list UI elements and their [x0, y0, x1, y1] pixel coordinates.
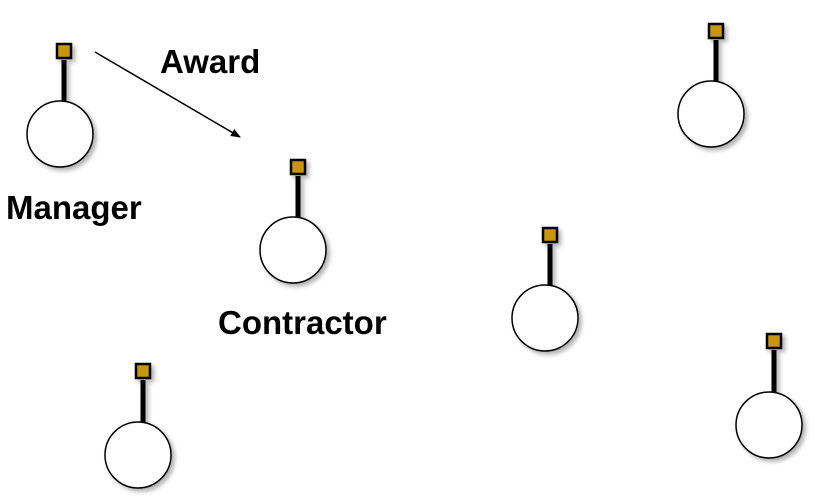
- award-arrow: [94, 51, 241, 138]
- manager-label: Manager: [6, 189, 142, 226]
- manager-node: [26, 42, 94, 168]
- middle-right-antenna-tip: [541, 226, 559, 244]
- node-middle-right: [511, 226, 579, 352]
- node-top-right: [677, 22, 745, 148]
- node-bottom-right: [735, 332, 803, 459]
- award-label: Award: [160, 43, 260, 80]
- top-right-antenna-tip: [707, 22, 725, 40]
- bottom-left-antenna-tip: [134, 362, 152, 380]
- contractor-antenna-tip: [289, 158, 307, 176]
- node-bottom-left: [104, 362, 172, 489]
- contractor-node: [259, 158, 327, 284]
- bottom-right-antenna-tip: [765, 332, 783, 350]
- contractor-label: Contractor: [218, 304, 387, 341]
- manager-antenna-tip: [55, 42, 73, 60]
